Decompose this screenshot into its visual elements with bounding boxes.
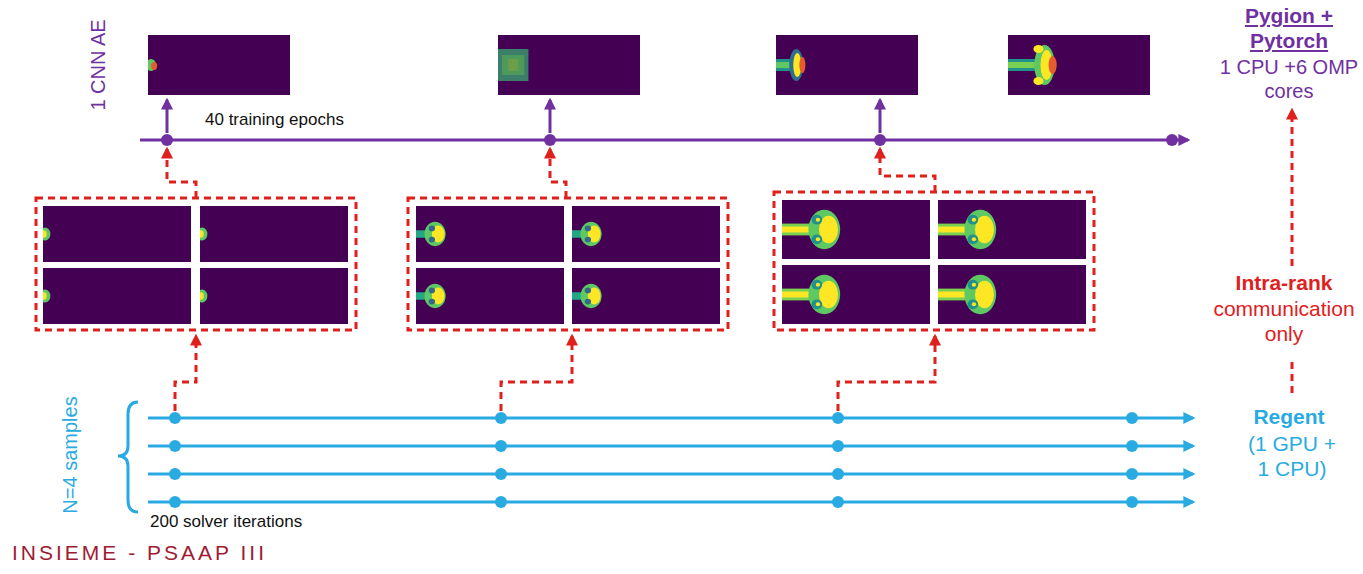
sample-batch <box>774 192 1094 330</box>
resource-label: 1 CPU +6 OMP cores <box>1219 55 1359 103</box>
solver-dots <box>169 412 1138 508</box>
reconstruction-image <box>776 35 918 95</box>
iteration-dot <box>169 496 181 508</box>
iteration-dot <box>495 440 507 452</box>
framework-label: Regent <box>1219 404 1359 429</box>
sample-image <box>938 265 1086 324</box>
batch-box <box>36 198 356 330</box>
transfer-arrow <box>167 149 196 198</box>
transfer-arrow <box>550 149 566 198</box>
iteration-dot <box>169 468 181 480</box>
transfer-arrow <box>501 336 572 411</box>
training-timeline <box>140 139 1188 142</box>
framework-label: Pygion + Pytorch <box>1219 3 1359 53</box>
output-arrow <box>879 100 882 133</box>
model-label: 1 CNN AE <box>86 15 110 115</box>
axis-label: 200 solver iterations <box>150 512 370 532</box>
training-arrows <box>140 100 1188 140</box>
epoch-dot <box>161 134 173 146</box>
iteration-dot <box>832 468 844 480</box>
samples-brace <box>118 402 138 512</box>
iteration-dot <box>1126 440 1138 452</box>
iteration-dot <box>832 496 844 508</box>
sample-batch <box>36 198 356 330</box>
sample-image <box>197 206 348 262</box>
batch-box <box>408 198 728 330</box>
resource-label: (1 GPU + 1 CPU) <box>1242 431 1342 481</box>
sample-image <box>40 206 191 262</box>
iteration-dot <box>169 440 181 452</box>
sample-image <box>782 265 930 324</box>
data-transfers <box>167 110 1292 411</box>
communication-line <box>1291 362 1294 398</box>
solver-lines <box>118 402 1193 512</box>
iteration-dot <box>832 412 844 424</box>
transfer-arrow <box>880 149 935 192</box>
epoch-dot <box>1166 134 1178 146</box>
footer-label: INSIEME - PSAAP III <box>12 540 342 565</box>
solver-timeline <box>148 501 1193 504</box>
solver-timeline <box>148 473 1193 476</box>
iteration-dot <box>1126 412 1138 424</box>
iteration-dot <box>495 412 507 424</box>
training-dots <box>161 134 1178 146</box>
sample-image <box>40 268 191 324</box>
output-arrow <box>166 100 169 133</box>
transfer-arrow <box>838 336 935 411</box>
sample-image <box>782 200 930 259</box>
sample-image <box>416 206 564 262</box>
solver-timeline <box>148 417 1193 420</box>
iteration-dot <box>495 496 507 508</box>
sample-image <box>938 200 1086 259</box>
reconstruction-image <box>498 35 640 95</box>
transfer-arrow <box>175 336 196 411</box>
sample-batches <box>36 192 1094 330</box>
axis-label: 40 training epochs <box>205 110 395 130</box>
sample-image <box>572 268 720 324</box>
batch-box <box>774 192 1094 330</box>
communication-label: communication only <box>1209 296 1359 346</box>
iteration-dot <box>495 468 507 480</box>
epoch-dot <box>544 134 556 146</box>
iteration-dot <box>1126 496 1138 508</box>
reconstruction-image <box>1008 35 1150 95</box>
sample-image <box>197 268 348 324</box>
sample-image <box>572 206 720 262</box>
sample-batch <box>408 198 728 330</box>
output-arrow <box>549 100 552 133</box>
iteration-dot <box>832 440 844 452</box>
communication-arrow <box>1291 110 1294 266</box>
training-thumbnails <box>146 35 1150 95</box>
iteration-dot <box>1126 468 1138 480</box>
solver-timeline <box>148 445 1193 448</box>
iteration-dot <box>169 412 181 424</box>
epoch-dot <box>874 134 886 146</box>
reconstruction-image <box>146 35 290 95</box>
sample-image <box>416 268 564 324</box>
communication-label: Intra-rank <box>1209 270 1359 295</box>
samples-label: N=4 samples <box>58 395 82 515</box>
